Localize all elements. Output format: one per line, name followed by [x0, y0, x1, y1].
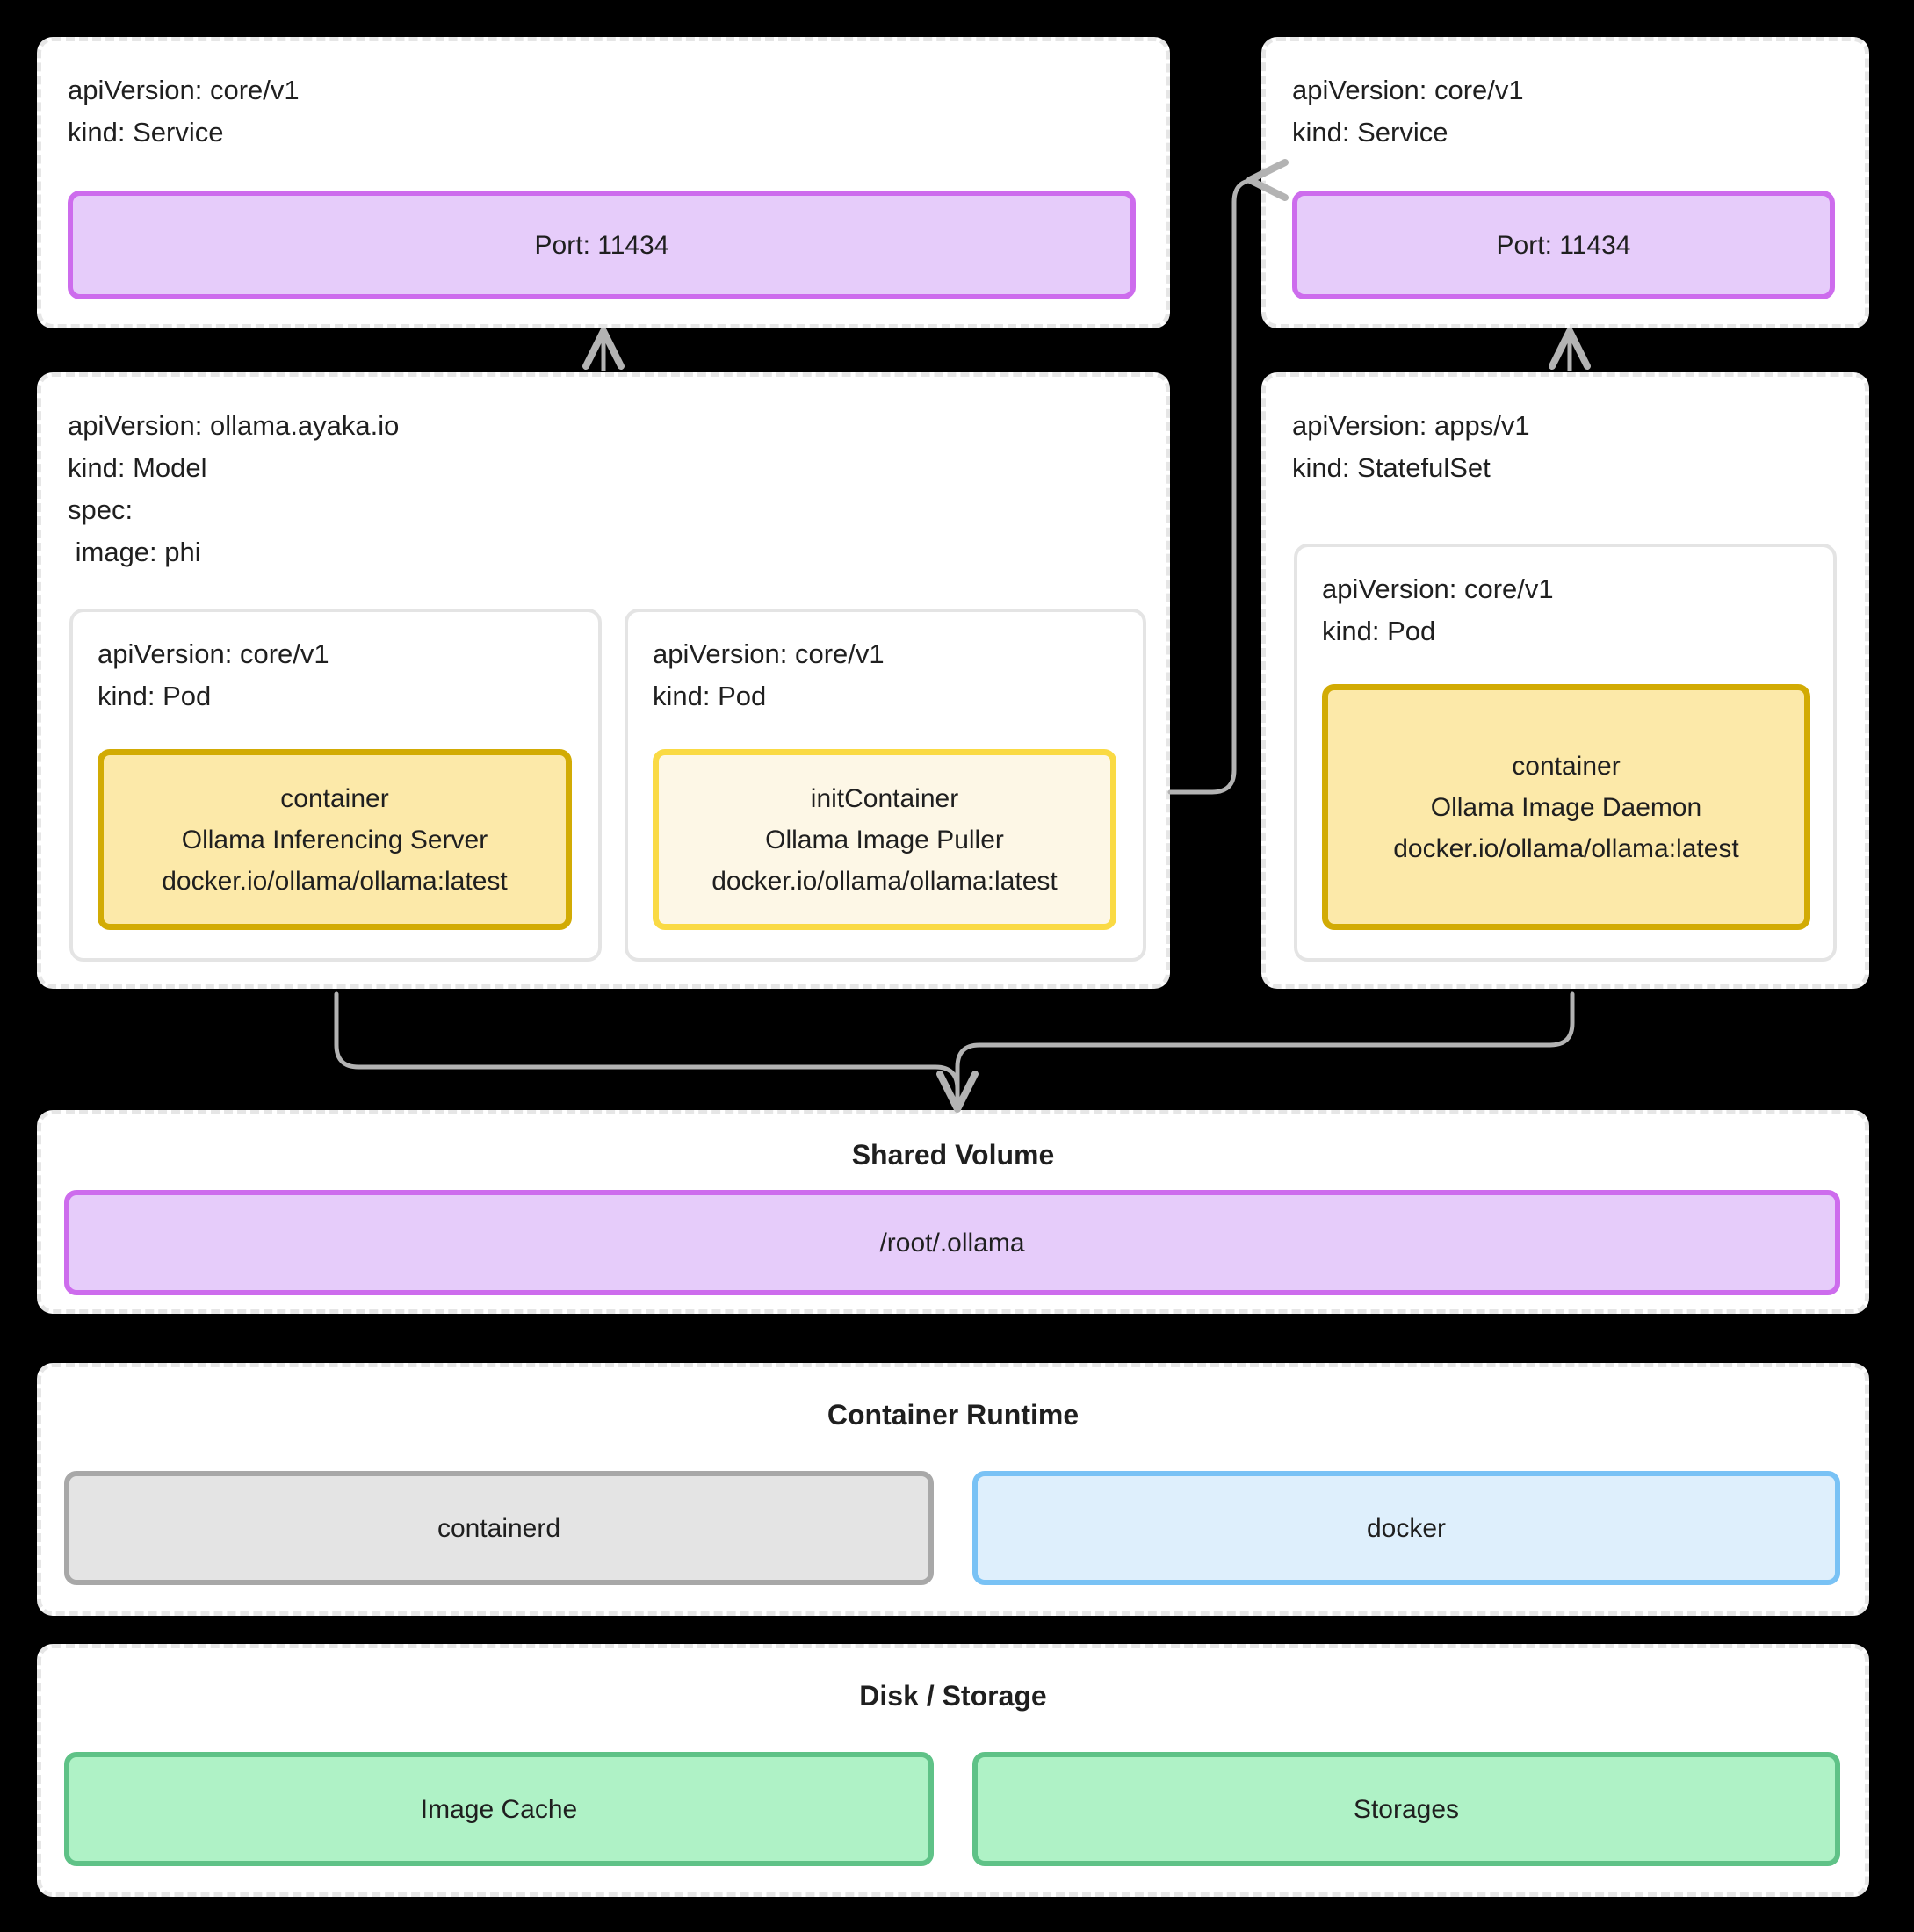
service-left-kind: kind: Service — [68, 117, 224, 148]
disk-storage-card: Disk / Storage Image Cache Storages — [37, 1644, 1869, 1897]
disk-storage-title: Disk / Storage — [859, 1680, 1047, 1712]
container-image-label: docker.io/ollama/ollama:latest — [162, 866, 508, 896]
service-right-apiversion: apiVersion: core/v1 — [1292, 75, 1524, 105]
shared-volume-title: Shared Volume — [851, 1139, 1055, 1171]
pod-inferencing-kind: kind: Pod — [98, 681, 212, 711]
daemon-container-name-label: Ollama Image Daemon — [1430, 792, 1702, 822]
shared-volume-card: Shared Volume /root/.ollama — [37, 1110, 1869, 1314]
daemon-container-image-label: docker.io/ollama/ollama:latest — [1393, 833, 1739, 863]
init-container-role-label: initContainer — [810, 783, 959, 813]
storage-item-image-cache[interactable]: Image Cache — [64, 1752, 934, 1866]
statefulset-card: apiVersion: apps/v1 kind: StatefulSet ap… — [1261, 372, 1869, 989]
service-left-apiversion: apiVersion: core/v1 — [68, 75, 300, 105]
model-apiversion: apiVersion: ollama.ayaka.io — [68, 410, 400, 441]
pod-image-puller-card: apiVersion: core/v1 kind: Pod initContai… — [625, 609, 1146, 962]
runtime-item-docker[interactable]: docker — [972, 1471, 1840, 1585]
init-container-image-label: docker.io/ollama/ollama:latest — [711, 866, 1058, 896]
container-ollama-inferencing-server[interactable]: container Ollama Inferencing Server dock… — [98, 749, 572, 930]
storage-item-storages[interactable]: Storages — [972, 1752, 1840, 1866]
edge-daemon-to-shared-volume — [955, 991, 1575, 1107]
service-left-port-chip[interactable]: Port: 11434 — [68, 191, 1136, 299]
container-runtime-title: Container Runtime — [827, 1399, 1080, 1431]
service-right-port-chip[interactable]: Port: 11434 — [1292, 191, 1835, 299]
edge-image-puller-to-service-right — [1167, 159, 1289, 795]
container-runtime-card: Container Runtime containerd docker — [37, 1363, 1869, 1616]
service-right-card: apiVersion: core/v1 kind: Service Port: … — [1261, 37, 1869, 328]
edge-inference-to-shared-volume — [334, 991, 979, 1113]
container-ollama-image-daemon[interactable]: container Ollama Image Daemon docker.io/… — [1322, 684, 1810, 930]
init-container-name-label: Ollama Image Puller — [765, 825, 1004, 854]
pod-image-daemon-card: apiVersion: core/v1 kind: Pod container … — [1294, 544, 1837, 962]
service-right-kind: kind: Service — [1292, 117, 1448, 148]
model-spec-image: image: phi — [68, 537, 201, 567]
pod-image-puller-apiversion: apiVersion: core/v1 — [653, 638, 885, 669]
statefulset-kind: kind: StatefulSet — [1292, 452, 1491, 483]
pod-inferencing-apiversion: apiVersion: core/v1 — [98, 638, 329, 669]
shared-volume-path-chip[interactable]: /root/.ollama — [64, 1190, 1840, 1295]
model-card: apiVersion: ollama.ayaka.io kind: Model … — [37, 372, 1170, 989]
runtime-item-containerd[interactable]: containerd — [64, 1471, 934, 1585]
pod-image-daemon-apiversion: apiVersion: core/v1 — [1322, 573, 1554, 604]
init-container-ollama-image-puller[interactable]: initContainer Ollama Image Puller docker… — [653, 749, 1116, 930]
daemon-container-role-label: container — [1512, 751, 1621, 781]
pod-image-daemon-kind: kind: Pod — [1322, 616, 1436, 646]
model-spec: spec: — [68, 494, 134, 525]
statefulset-apiversion: apiVersion: apps/v1 — [1292, 410, 1530, 441]
model-kind: kind: Model — [68, 452, 207, 483]
container-role-label: container — [280, 783, 389, 813]
service-left-card: apiVersion: core/v1 kind: Service Port: … — [37, 37, 1170, 328]
container-name-label: Ollama Inferencing Server — [181, 825, 488, 854]
pod-inferencing-card: apiVersion: core/v1 kind: Pod container … — [69, 609, 602, 962]
pod-image-puller-kind: kind: Pod — [653, 681, 767, 711]
